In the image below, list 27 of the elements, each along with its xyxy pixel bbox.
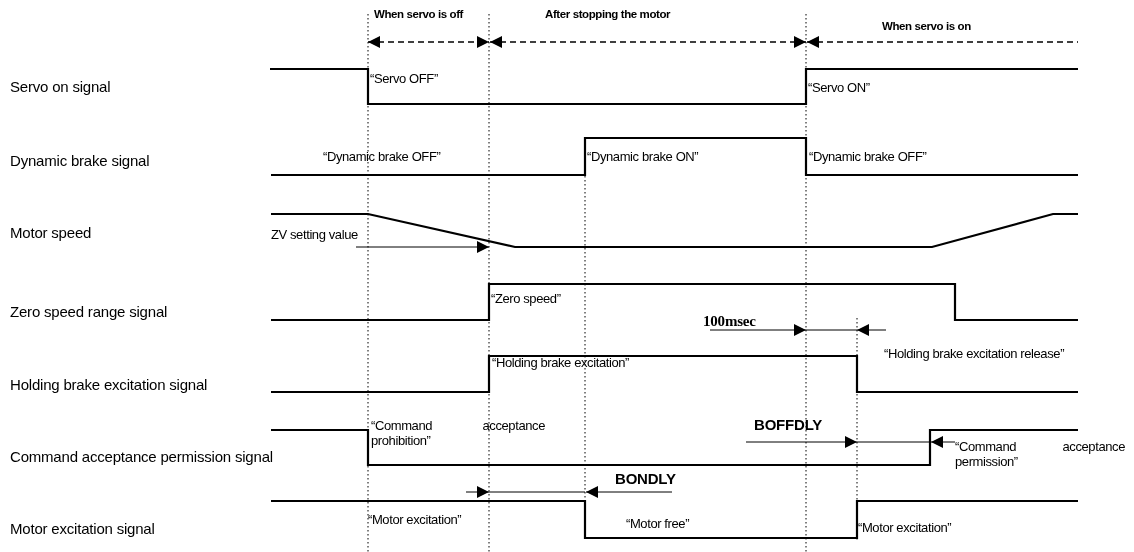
- state-label: “Command acceptance permission”: [955, 440, 1125, 470]
- state-label: “Dynamic brake OFF”: [809, 150, 927, 165]
- state-label: “Command acceptance prohibition”: [371, 419, 545, 449]
- state-label: “Servo ON”: [808, 81, 870, 96]
- state-label: ZV setting value: [271, 228, 358, 243]
- delay-label: BONDLY: [615, 470, 676, 488]
- state-label: “Servo OFF”: [370, 72, 438, 87]
- signal-name: Servo on signal: [10, 78, 111, 96]
- state-label: “Motor excitation”: [368, 513, 462, 528]
- state-label: “Dynamic brake OFF”: [323, 150, 441, 165]
- state-label: “Motor free”: [626, 517, 690, 532]
- state-label: “Motor excitation”: [858, 521, 952, 536]
- state-label: “Zero speed”: [491, 292, 561, 307]
- phase-label: When servo is on: [882, 20, 971, 34]
- phase-label: After stopping the motor: [545, 8, 671, 22]
- signal-name: Motor excitation signal: [10, 520, 155, 538]
- state-label: “Holding brake excitation release”: [884, 347, 1066, 362]
- signal-name: Command acceptance permission signal: [10, 448, 273, 466]
- time-label: 100msec: [703, 313, 756, 331]
- signal-name: Motor speed: [10, 224, 92, 242]
- state-label: “Holding brake excitation”: [492, 356, 629, 371]
- phase-label: When servo is off: [374, 8, 464, 22]
- state-label: “Dynamic brake ON”: [587, 150, 699, 165]
- signal-name: Zero speed range signal: [10, 303, 168, 321]
- signal-name: Holding brake excitation signal: [10, 376, 208, 394]
- signal-name: Dynamic brake signal: [10, 152, 150, 170]
- delay-label: BOFFDLY: [754, 416, 823, 434]
